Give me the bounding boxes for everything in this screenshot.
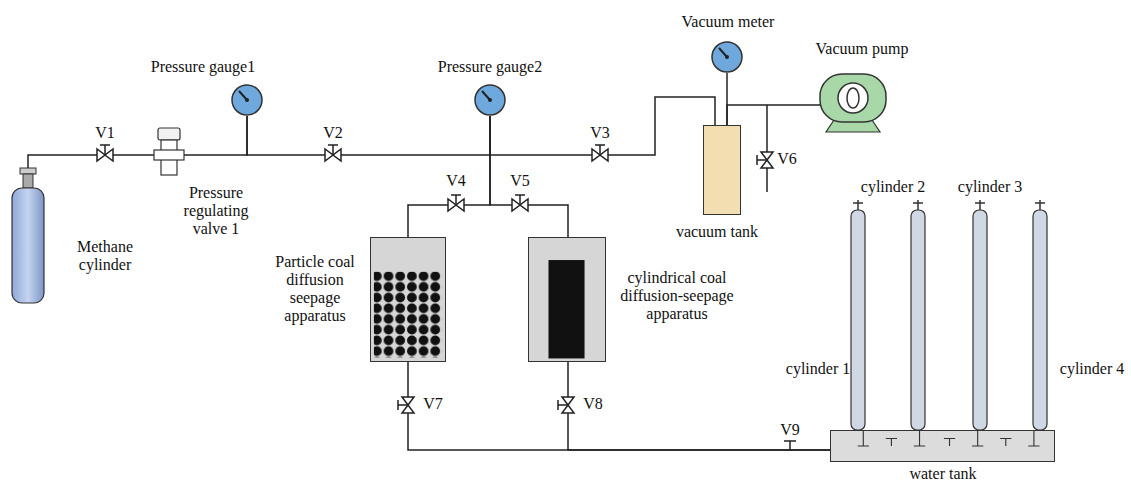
equipment-label: Pressure gauge2 [438,58,542,76]
valve-label: V1 [95,124,115,142]
valve-label: V3 [590,124,610,142]
vacuum-meter-shape [711,41,743,73]
water-tank-shape [831,431,1054,461]
valve-symbol [512,195,528,211]
valve-symbol [592,145,608,161]
measuring-cylinder: cylinder 2 [910,200,926,430]
measuring-cylinder-shape [1032,200,1048,430]
equipment-label: Vacuum meter [682,13,775,31]
vacuum-pump: Vacuum pump [820,68,886,134]
gas-pipe [490,97,715,155]
equipment-label: Pressure regulating valve 1 [176,184,256,238]
measuring-cylinder: cylinder 3 [972,200,988,430]
gas-pipe [490,116,568,237]
equipment-label: vacuum tank [676,223,758,241]
particle-coal-apparatus: Particle coal diffusion seepage apparatu… [370,237,446,362]
valve-label: V9 [780,421,800,439]
valve-label: V5 [510,172,530,190]
measuring-cylinder: cylinder 4 [1032,200,1048,430]
equipment-label: Vacuum pump [816,40,909,58]
equipment-label: Pressure gauge1 [151,58,255,76]
particle-coal-apparatus-shape [371,238,445,361]
equipment-label: cylinder 3 [958,178,1022,196]
valve-symbol [784,441,796,450]
equipment-label: cylinder 4 [1060,360,1124,378]
vacuum-meter: Vacuum meter [711,41,743,73]
gas-pipe [184,116,247,155]
equipment-label: cylinder 2 [861,178,925,196]
vacuum-pump-shape [820,68,886,134]
gas-cylinder-shape [10,168,46,305]
valve-symbol [398,397,414,413]
valve-symbol [448,195,464,211]
pressure-gauge-shape [474,84,506,116]
gas-pipe [247,116,490,155]
cylindrical-coal-apparatus-shape [529,238,605,361]
measuring-cylinder-shape [910,200,926,430]
gas-pipe [727,105,820,125]
valve-symbol [97,145,113,161]
valve-label: V8 [583,395,603,413]
equipment-label: Methane cylinder [70,238,140,274]
gas-pipe [28,155,154,168]
pressure-gauge: Pressure gauge1 [231,84,263,116]
pressure-regulator-shape [154,128,184,176]
vent-pipe [766,105,768,192]
gas-pipe [408,116,490,237]
pressure-gauge-shape [231,84,263,116]
measuring-cylinder: cylinder 1 [850,200,866,430]
measuring-cylinder-shape [972,200,988,430]
equipment-label: water tank [909,465,976,483]
valve-label: V6 [777,150,797,168]
valve-symbol [757,152,773,168]
equipment-label: Particle coal diffusion seepage apparatu… [269,253,361,325]
vacuum-tank: vacuum tank [703,125,741,215]
gas-pipe [408,362,830,450]
measuring-cylinder-shape [850,200,866,430]
valve-label: V7 [423,395,443,413]
valve-label: V4 [446,172,466,190]
water-tank: water tank [830,430,1055,462]
cylindrical-coal-apparatus: cylindrical coal diffusion-seepage appar… [528,237,606,362]
pressure-regulator: Pressure regulating valve 1 [154,128,184,176]
valve-label: V2 [323,124,343,142]
gas-cylinder: Methane cylinder [10,168,46,305]
equipment-label: cylinder 1 [786,360,850,378]
valve-symbol [558,397,574,413]
equipment-label: cylindrical coal diffusion-seepage appar… [615,269,739,323]
valve-symbol [325,145,341,161]
pressure-gauge: Pressure gauge2 [474,84,506,116]
